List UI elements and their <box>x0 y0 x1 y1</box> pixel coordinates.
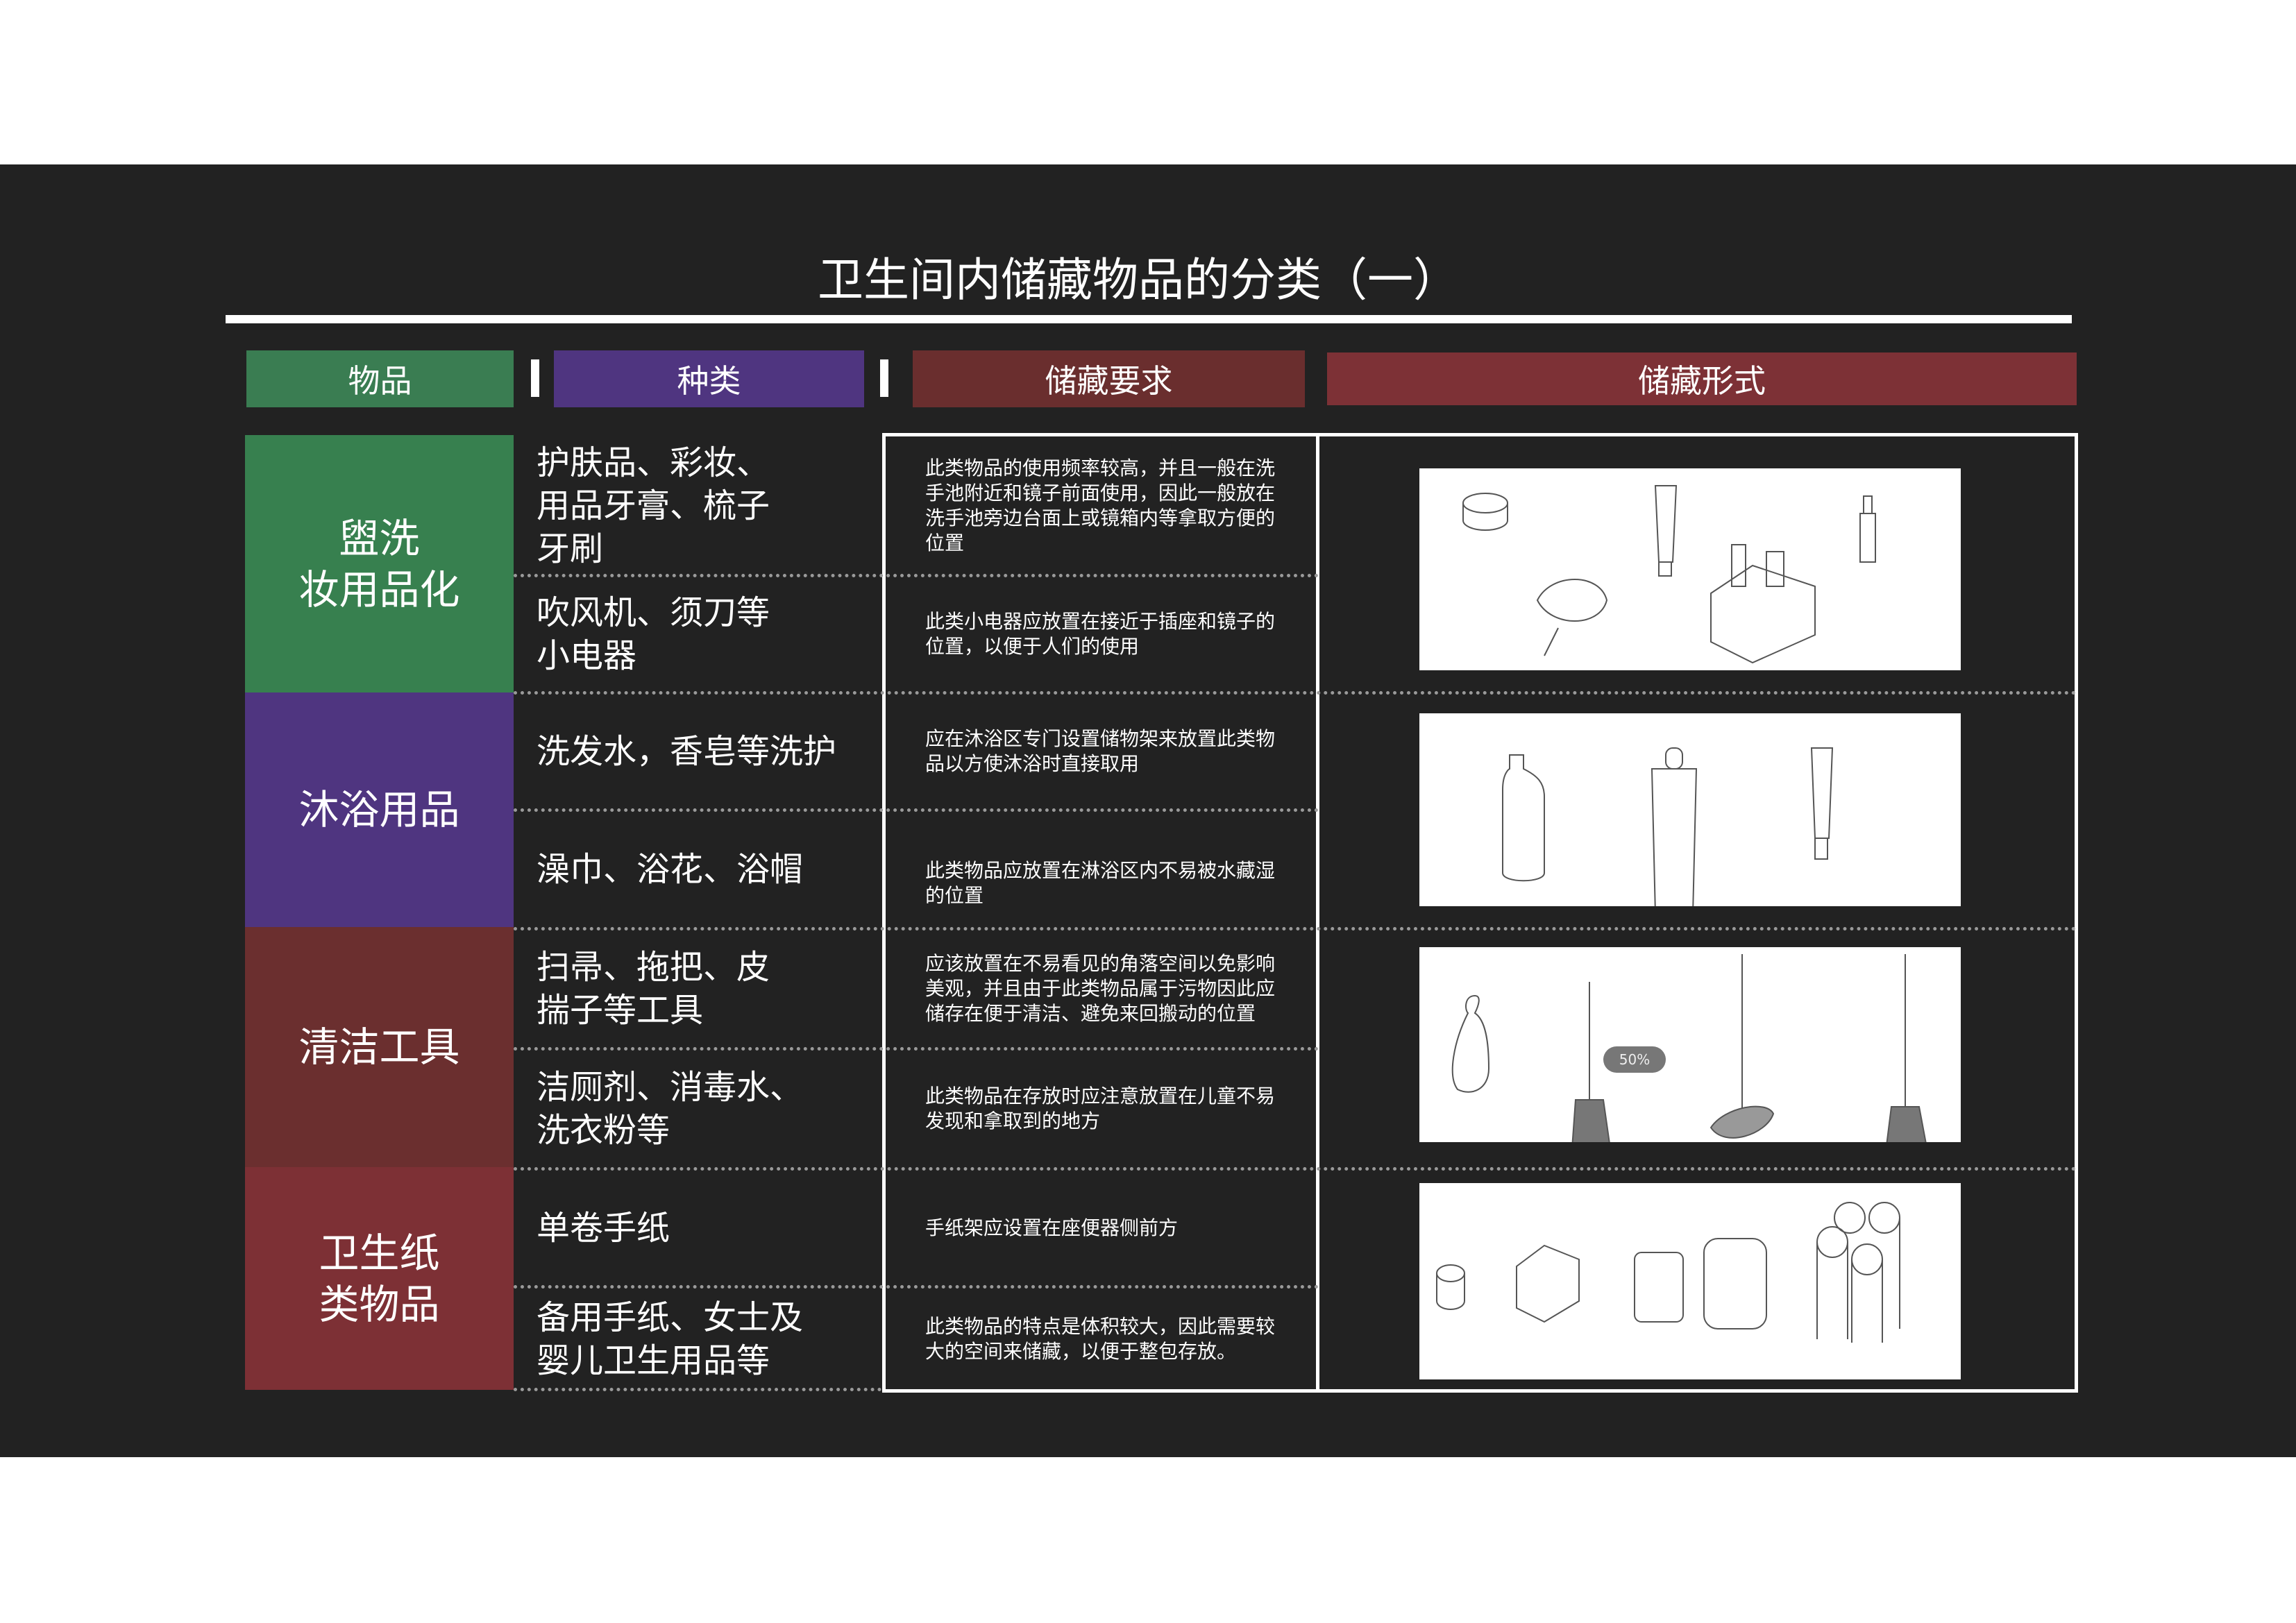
type-cell: 单卷手纸 <box>537 1208 670 1248</box>
header-requirement: 储藏要求 <box>913 350 1305 407</box>
page-title: 卫生间内储藏物品的分类（一） <box>818 253 1459 307</box>
type-cell: 洗发水，香皂等洗护 <box>537 732 837 771</box>
category-cleaning: 清洁工具 <box>245 927 514 1167</box>
requirement-cell: 此类物品在存放时应注意放置在儿童不易发现和拿取到的地方 <box>925 1085 1276 1132</box>
cleaning-illustration: 50% <box>1419 947 1961 1142</box>
category-label: 沐浴用品 <box>298 786 460 833</box>
type-cell: 澡巾、浴花、浴帽 <box>537 850 804 889</box>
requirement-cell: 应在沐浴区专门设置储物架来放置此类物品以方使沐浴时直接取用 <box>925 727 1276 775</box>
toiletries-illustration <box>1419 468 1961 670</box>
row-divider <box>514 1388 881 1391</box>
type-cell: 护肤品、彩妆、用品牙膏、梳子牙刷 <box>537 443 770 568</box>
header-divider <box>880 359 888 397</box>
row-divider <box>514 808 1319 812</box>
row-divider <box>514 574 1319 577</box>
type-cell: 吹风机、须刀等小电器 <box>537 593 770 675</box>
row-divider <box>514 691 2077 695</box>
category-label: 类物品 <box>319 1280 440 1328</box>
row-divider <box>514 927 2077 931</box>
category-toiletries: 盥洗妆用品化 <box>245 435 514 692</box>
type-cell: 扫帚、拖把、皮揣子等工具 <box>537 948 770 1030</box>
zoom-badge: 50% <box>1603 1046 1666 1073</box>
category-bath: 沐浴用品 <box>245 692 514 927</box>
requirement-cell: 此类小电器应放置在接近于插座和镜子的位置，以便于人们的使用 <box>925 610 1276 658</box>
row-divider <box>514 1167 2077 1171</box>
row-divider <box>514 1047 1319 1051</box>
requirement-cell: 此类物品应放置在淋浴区内不易被水藏湿的位置 <box>925 859 1276 907</box>
header-type: 种类 <box>554 350 864 407</box>
type-cell: 备用手纸、女士及婴儿卫生用品等 <box>537 1298 804 1380</box>
requirement-cell: 手纸架应设置在座便器侧前方 <box>925 1216 1179 1239</box>
row-divider <box>514 1285 1319 1289</box>
bath-illustration <box>1419 713 1961 906</box>
paper-illustration <box>1419 1183 1961 1379</box>
header-divider <box>531 359 539 397</box>
requirement-cell: 应该放置在不易看见的角落空间以免影响美观，并且由于此类物品属于污物因此应储存在便… <box>925 952 1276 1025</box>
title-underline <box>226 315 2072 323</box>
type-cell: 洁厕剂、消毒水、洗衣粉等 <box>537 1068 804 1150</box>
header-form: 储藏形式 <box>1327 352 2077 405</box>
category-label: 盥洗 <box>339 514 420 562</box>
category-label: 清洁工具 <box>298 1023 460 1071</box>
form-column-frame <box>1316 433 2078 1393</box>
header-item: 物品 <box>246 350 514 407</box>
requirement-cell: 此类物品的特点是体积较大，因此需要较大的空间来储藏，以便于整包存放。 <box>925 1315 1276 1363</box>
category-paper: 卫生纸类物品 <box>245 1167 514 1390</box>
category-label: 卫生纸 <box>319 1229 440 1277</box>
category-label: 妆用品化 <box>298 566 460 613</box>
requirement-cell: 此类物品的使用频率较高，并且一般在洗手池附近和镜子前面使用，因此一般放在洗手池旁… <box>925 456 1276 554</box>
